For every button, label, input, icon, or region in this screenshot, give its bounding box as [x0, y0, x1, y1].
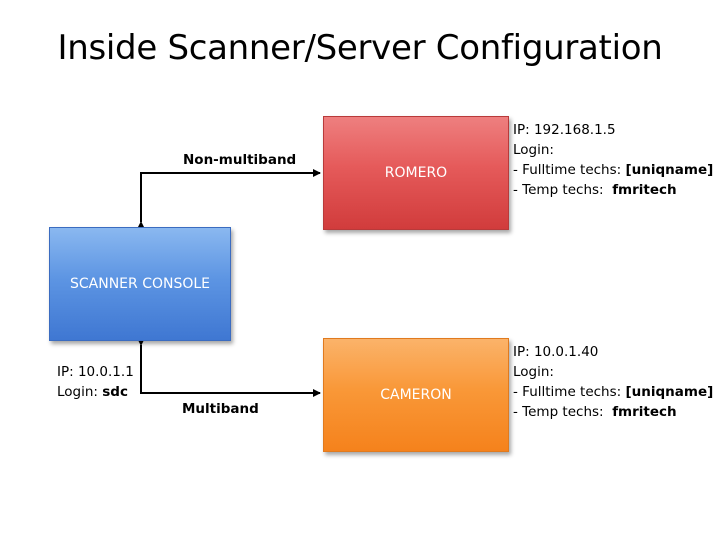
romero-temp: - Temp techs: fmritech [513, 180, 713, 200]
cameron-ip: IP: 10.0.1.40 [513, 344, 599, 360]
cameron-temp-value: fmritech [612, 404, 677, 420]
edge-multiband [137, 338, 321, 397]
romero-fulltime-prefix: - Fulltime techs: [513, 162, 626, 178]
romero-login: Login: [513, 142, 554, 158]
romero-temp-prefix: - Temp techs: [513, 182, 613, 198]
cameron-temp: - Temp techs: fmritech [513, 402, 713, 422]
romero-fulltime: - Fulltime techs: [uniqname] [513, 160, 713, 180]
node-cameron: CAMERON [323, 338, 509, 452]
romero-temp-value: fmritech [612, 182, 677, 198]
romero-ip: IP: 192.168.1.5 [513, 122, 616, 138]
scanner-info: IP: 10.0.1.1 Login: sdc [57, 362, 134, 402]
node-romero: ROMERO [323, 116, 509, 230]
edge-label-multiband: Multiband [182, 401, 259, 417]
node-cameron-label: CAMERON [380, 387, 452, 403]
edge-non-multiband [137, 169, 321, 229]
cameron-temp-prefix: - Temp techs: [513, 404, 613, 420]
cameron-fulltime-prefix: - Fulltime techs: [513, 384, 626, 400]
scanner-login: Login: sdc [57, 382, 134, 402]
node-scanner-console: SCANNER CONSOLE [49, 227, 231, 341]
scanner-ip: IP: 10.0.1.1 [57, 364, 134, 380]
scanner-login-value: sdc [102, 384, 128, 400]
cameron-login: Login: [513, 364, 554, 380]
node-romero-label: ROMERO [384, 165, 448, 181]
edge-label-non-multiband: Non-multiband [183, 152, 297, 168]
scanner-login-prefix: Login: [57, 384, 103, 400]
node-scanner-label: SCANNER CONSOLE [69, 276, 211, 292]
cameron-fulltime: - Fulltime techs: [uniqname] [513, 382, 713, 402]
romero-info: IP: 192.168.1.5 Login: - Fulltime techs:… [513, 120, 713, 200]
slide-title: Inside Scanner/Server Configuration [57, 28, 663, 68]
cameron-info: IP: 10.0.1.40 Login: - Fulltime techs: [… [513, 342, 713, 422]
romero-fulltime-value: [uniqname] [625, 162, 714, 178]
cameron-fulltime-value: [uniqname] [625, 384, 714, 400]
